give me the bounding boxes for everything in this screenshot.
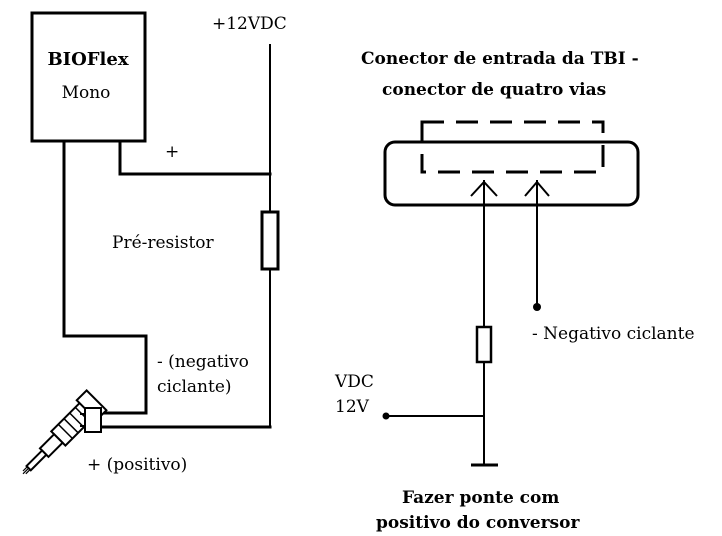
tbi-resistor <box>475 325 493 364</box>
negative-label-line2: ciclante) <box>157 377 232 397</box>
tbi-pin-12v-arrow <box>470 180 498 197</box>
injector-connector <box>84 407 102 433</box>
vdc-label-line1: VDC <box>334 372 374 392</box>
bridge-label-line1: Fazer ponte com <box>402 488 559 508</box>
tbi-connector-dashed-outline <box>420 120 605 174</box>
bioflex-module-box <box>30 11 147 143</box>
bridge-label-line2: positivo do conversor <box>376 513 580 533</box>
tbi-pin-negative-arrow <box>524 180 550 197</box>
connector-title-line2: conector de quatro vias <box>382 80 606 100</box>
pre-resistor <box>260 210 280 271</box>
vdc-terminal-dot <box>382 412 390 420</box>
positive-output-wire <box>118 139 272 176</box>
vdc-label-line2: 12V <box>335 397 370 417</box>
module-name: BIOFlex <box>47 49 128 70</box>
positive-label: + (positivo) <box>87 455 187 475</box>
plus-label: + <box>165 142 179 162</box>
negative-label-line1: - (negativo <box>157 352 249 372</box>
resistor-label: Pré-resistor <box>112 233 215 253</box>
negative-terminal-dot <box>533 303 541 311</box>
connector-title-line1: Conector de entrada da TBI - <box>361 49 639 69</box>
negative-cyclic-wire <box>62 139 148 415</box>
right-negative-label: - Negativo ciclante <box>532 324 695 344</box>
module-subname: Mono <box>62 83 111 103</box>
supply-label: +12VDC <box>212 14 287 34</box>
